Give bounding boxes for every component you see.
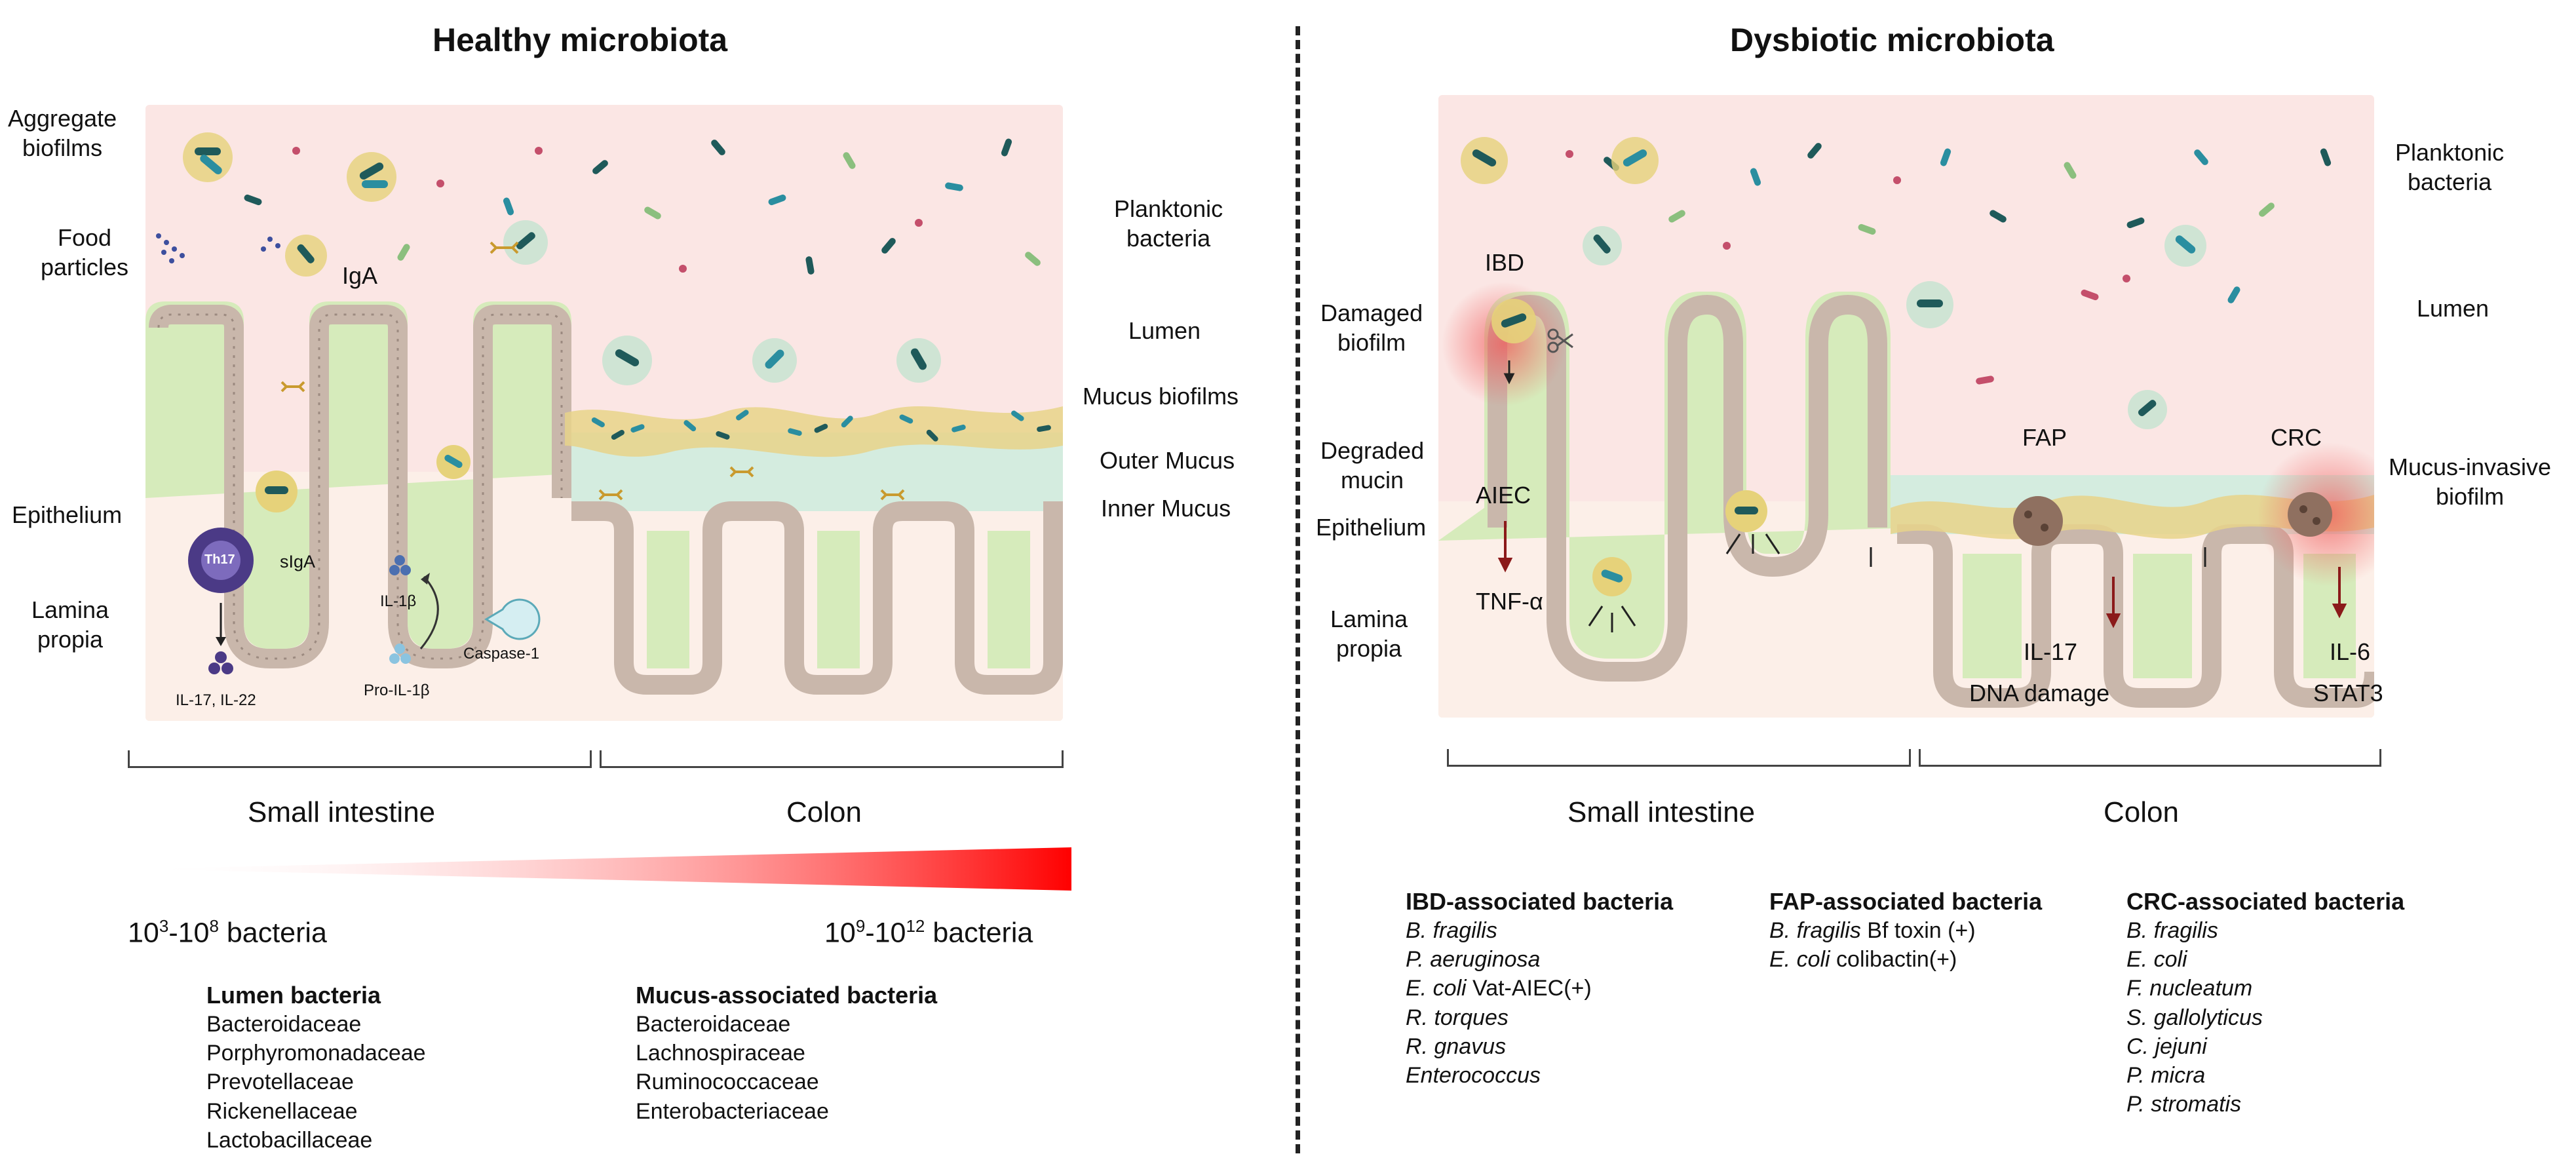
aggregate-biofilms-label: Aggregate biofilms: [8, 105, 117, 161]
mucus-biofilm: [565, 406, 1063, 457]
il6-label: IL-6: [2330, 638, 2371, 665]
dysbiotic-colon-label: Colon: [2104, 796, 2179, 828]
tnf-label: TNF-α: [1476, 588, 1543, 615]
healthy-lamina-propia-label: Lamina propia: [31, 596, 109, 653]
iga-antibody: [280, 241, 905, 501]
list-item: C. jejuni: [2126, 1033, 2207, 1059]
mucus-invasive-biofilm-label: Mucus-invasive biofilm: [2389, 453, 2552, 510]
dysbiotic-lumen-label: Lumen: [2417, 295, 2489, 322]
dysbiotic-colon-bracket: [1919, 749, 2381, 767]
food-particles: [156, 233, 280, 263]
list-item: B. fragilis: [2126, 918, 2218, 943]
list-item: Prevotellaceae: [206, 1069, 354, 1095]
dysbiotic-small-intestine-bracket: [1447, 749, 1911, 767]
panel-divider: [1296, 26, 1300, 1153]
list-item: Ruminococcaceae: [636, 1069, 819, 1095]
list-item: E. coli: [2126, 947, 2187, 973]
list-item: P. micra: [2126, 1062, 2206, 1088]
healthy-intestine-illustration: [145, 105, 1063, 721]
pro-il1b-label: Pro-IL-1β: [364, 682, 430, 699]
scissors-icon: [1547, 328, 1573, 353]
crc-bacteria-list: CRC-associated bacteria B. fragilis E. c…: [2126, 887, 2404, 1119]
list-item: Rickenellaceae: [206, 1098, 358, 1124]
colon-epithelium: [571, 501, 1063, 695]
list-item: B. fragilis: [1406, 918, 1497, 943]
planktonic-bacteria: [244, 138, 1041, 275]
dna-damage-label: DNA damage: [1969, 680, 2110, 706]
th17-label: Th17: [204, 552, 235, 567]
bacteria-density-gradient: [141, 847, 1071, 891]
list-item: Bacteroidaceae: [636, 1012, 791, 1037]
dysbiotic-title: Dysbiotic microbiota: [1730, 22, 2054, 58]
lumen-bacteria-title: Lumen bacteria: [206, 982, 381, 1009]
small-intestine-epithelium: [149, 305, 571, 668]
list-item: F. nucleatum: [2126, 976, 2253, 1001]
ibd-inflammation: [1442, 282, 1566, 406]
dysbiotic-colon-epithelium: [1897, 524, 2374, 708]
iga-label: IgA: [342, 262, 378, 289]
dysbiotic-small-intestine-label: Small intestine: [1567, 796, 1756, 828]
healthy-title: Healthy microbiota: [433, 22, 728, 58]
list-item: Bacteroidaceae: [206, 1012, 362, 1037]
fap-bacteria-title: FAP-associated bacteria: [1769, 888, 2043, 915]
caspase-label: Caspase-1: [463, 645, 540, 663]
list-item: R. gnavus: [1406, 1033, 1507, 1059]
healthy-planktonic-label: Planktonic bacteria: [1114, 195, 1223, 252]
list-item: E. coli Vat-AIEC(+): [1406, 976, 1592, 1001]
lumen-bacteria-list: Lumen bacteria Bacteroidaceae Porphyromo…: [206, 980, 426, 1155]
healthy-colon-bracket: [600, 750, 1064, 768]
food-particles-label: Food particles: [41, 224, 129, 280]
healthy-small-intestine-bracket: [128, 750, 592, 768]
crc-bacteria-title: CRC-associated bacteria: [2126, 888, 2405, 915]
mucus-bacteria-list: Mucus-associated bacteria Bacteroidaceae…: [636, 980, 937, 1126]
il17-il22-label: IL-17, IL-22: [176, 691, 256, 709]
list-item: P. stromatis: [2126, 1092, 2242, 1117]
healthy-lumen-label: Lumen: [1128, 317, 1201, 344]
aiec-label: AIEC: [1476, 482, 1531, 509]
bacteria-count-low: 103-108 bacteria: [128, 916, 327, 949]
list-item: B. fragilis Bf toxin (+): [1769, 918, 1976, 943]
list-item: S. gallolyticus: [2126, 1005, 2263, 1030]
dysbiotic-intestine-illustration: [1438, 95, 2374, 718]
list-item: Enterobacteriaceae: [636, 1098, 829, 1124]
crc-label: CRC: [2271, 424, 2322, 451]
dysbiotic-epithelium-label: Epithelium: [1316, 514, 1427, 541]
bacteria-count-high: 109-1012 bacteria: [824, 916, 1033, 949]
fap-polyp: [2013, 496, 2063, 546]
ibd-bacteria-title: IBD-associated bacteria: [1406, 888, 1674, 915]
stat3-label: STAT3: [2313, 680, 2383, 706]
outer-mucus-label: Outer Mucus: [1100, 447, 1235, 474]
mucus-invasive-biofilm-band: [1891, 495, 2374, 539]
healthy-small-intestine-label: Small intestine: [248, 796, 436, 828]
list-item: Lactobacillaceae: [206, 1127, 373, 1153]
fap-bacteria-list: FAP-associated bacteria B. fragilis Bf t…: [1769, 887, 2042, 974]
ibd-bacteria-list: IBD-associated bacteria B. fragilis P. a…: [1406, 887, 1673, 1090]
dysbiotic-planktonic-label: Planktonic bacteria: [2395, 139, 2505, 195]
fap-label: FAP: [2022, 424, 2067, 451]
list-item: E. coli colibactin(+): [1769, 947, 1957, 973]
degraded-mucin-label: Degraded mucin: [1320, 437, 1425, 493]
caspase-icon: [484, 598, 541, 640]
list-item: P. aeruginosa: [1406, 947, 1541, 973]
list-item: Lachnospiraceae: [636, 1041, 805, 1066]
list-item: Enterococcus: [1406, 1062, 1541, 1088]
aggregate-biofilm-cluster: [183, 132, 941, 512]
damaged-biofilm-label: Damaged biofilm: [1320, 299, 1423, 356]
inner-mucus-label: Inner Mucus: [1101, 495, 1231, 522]
il1b-label: IL-1β: [380, 592, 417, 610]
siga-label: sIgA: [280, 552, 316, 571]
il17-label: IL-17: [2024, 638, 2078, 665]
healthy-colon-label: Colon: [786, 796, 862, 828]
dysbiotic-lamina-propia-label: Lamina propia: [1330, 606, 1408, 662]
list-item: Porphyromonadaceae: [206, 1041, 426, 1066]
mucus-biofilms-label: Mucus biofilms: [1083, 383, 1239, 410]
mucus-bacteria-title: Mucus-associated bacteria: [636, 982, 938, 1009]
list-item: R. torques: [1406, 1005, 1509, 1030]
healthy-epithelium-label: Epithelium: [12, 501, 123, 528]
crc-tumor: [2288, 492, 2332, 537]
ibd-label: IBD: [1485, 249, 1525, 276]
